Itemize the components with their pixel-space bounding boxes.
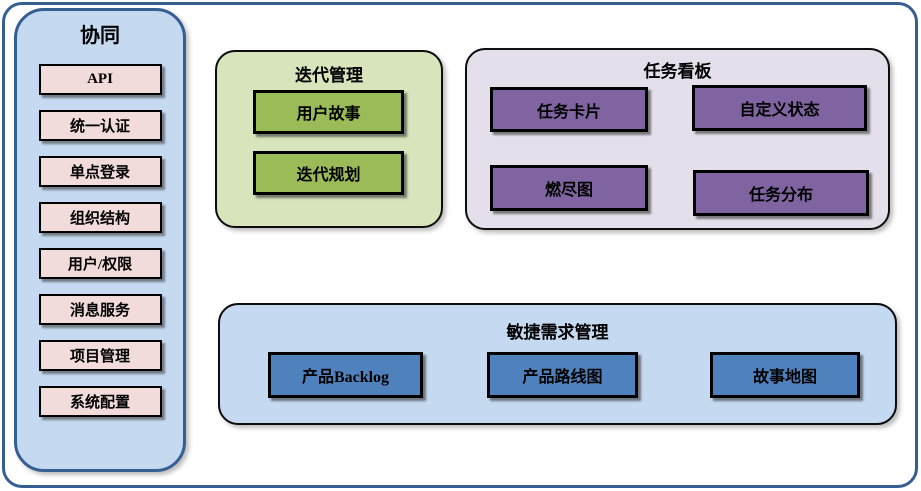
group-title-kanban: 任务看板 <box>643 62 712 81</box>
feature-item-product-backlog: 产品Backlog <box>268 352 423 398</box>
sidebar-title: 协同 <box>80 25 120 47</box>
sidebar-item-org-structure: 组织结构 <box>38 202 162 233</box>
sidebar-item-sso: 单点登录 <box>38 156 162 187</box>
feature-item-iteration-plan: 迭代规划 <box>253 151 404 195</box>
sidebar-item-system-config: 系统配置 <box>38 386 162 417</box>
group-agile-requirements: 敏捷需求管理 产品Backlog 产品路线图 故事地图 <box>218 303 897 425</box>
feature-item-user-story: 用户故事 <box>253 90 404 134</box>
sidebar-item-user-permission: 用户/权限 <box>38 248 162 279</box>
sidebar-collaboration-group: 协同 API 统一认证 单点登录 组织结构 用户/权限 消息服务 项目管理 系统… <box>14 8 186 472</box>
feature-item-product-roadmap: 产品路线图 <box>487 352 638 398</box>
group-title-iteration: 迭代管理 <box>295 66 363 85</box>
feature-item-task-card: 任务卡片 <box>490 87 648 132</box>
feature-item-burndown-chart: 燃尽图 <box>490 165 648 211</box>
group-title-agile: 敏捷需求管理 <box>506 323 609 342</box>
sidebar-item-api: API <box>38 64 162 95</box>
feature-item-story-map: 故事地图 <box>710 352 860 398</box>
sidebar-item-message-service: 消息服务 <box>38 294 162 325</box>
feature-item-task-distribution: 任务分布 <box>693 170 869 216</box>
sidebar-item-unified-auth: 统一认证 <box>38 110 162 141</box>
feature-item-custom-status: 自定义状态 <box>692 85 867 131</box>
group-task-kanban: 任务看板 任务卡片 自定义状态 燃尽图 任务分布 <box>465 48 890 230</box>
sidebar-item-project-management: 项目管理 <box>38 340 162 371</box>
group-iteration-management: 迭代管理 用户故事 迭代规划 <box>215 50 443 228</box>
